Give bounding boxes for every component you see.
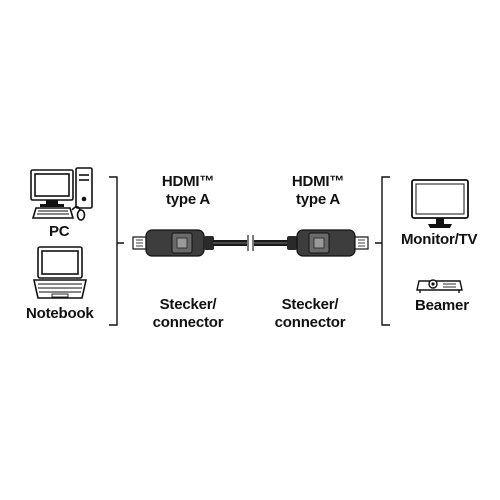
- left-plug-type-line1: HDMI™: [161, 173, 215, 190]
- right-connector-line1: Stecker/: [281, 296, 339, 313]
- right-connector-line2: connector: [274, 314, 346, 331]
- right-plug-type-line1: HDMI™: [291, 173, 345, 190]
- notebook-label: Notebook: [26, 305, 94, 322]
- left-connector-line2: connector: [152, 314, 224, 331]
- right-bracket: [375, 176, 390, 326]
- notebook-icon: [33, 246, 87, 299]
- monitor-tv-label: Monitor/TV: [401, 231, 478, 248]
- left-plug-type-line2: type A: [165, 191, 211, 208]
- projector-icon: [416, 279, 463, 293]
- right-hdmi-plug: [287, 229, 369, 257]
- monitor-icon: [411, 179, 469, 228]
- left-bracket: [109, 176, 124, 326]
- left-hdmi-plug: [132, 229, 214, 257]
- beamer-label: Beamer: [415, 297, 469, 314]
- pc-icon: [30, 167, 93, 221]
- right-plug-type-line2: type A: [295, 191, 341, 208]
- pc-label: PC: [49, 223, 70, 240]
- hdmi-cable: [213, 235, 288, 251]
- left-connector-line1: Stecker/: [159, 296, 217, 313]
